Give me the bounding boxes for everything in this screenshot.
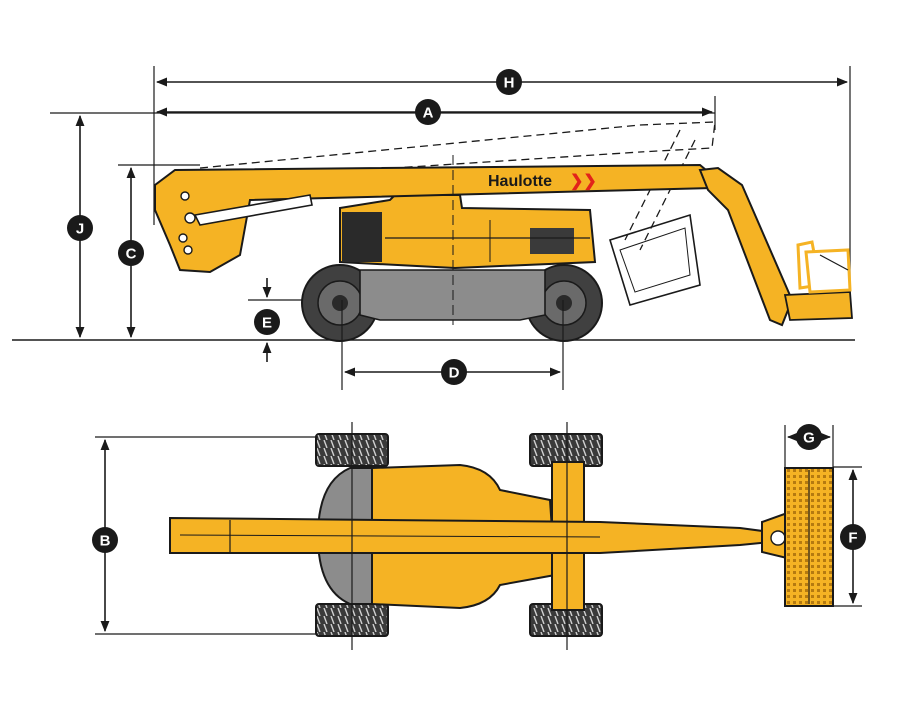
dimension-label-b: B [100,533,111,550]
dimension-label-j: J [76,221,84,238]
engine-grille [530,228,574,254]
dimension-badge-d: D [441,359,467,385]
top-view [95,422,862,650]
brand-logo: Haulotte ❯❯ [488,173,597,191]
jib-arm [698,166,794,327]
dimension-badge-c: C [118,240,144,266]
dimension-label-h: H [504,75,515,92]
turret-dark-panel [342,212,382,262]
dimension-badge-a: A [415,99,441,125]
lift-cylinder [193,194,313,226]
dimension-badge-e: E [254,309,280,335]
dimension-badge-j: J [67,215,93,241]
side-view: Haulotte ❯❯ [12,66,855,390]
dimension-label-f: F [848,530,857,547]
brand-name: Haulotte [488,173,552,190]
dimension-label-a: A [423,105,434,122]
dimension-badge-f: F [840,524,866,550]
dimension-label-d: D [449,365,460,382]
dimension-badge-h: H [496,69,522,95]
platform-side [783,240,853,321]
dimension-label-e: E [262,315,272,332]
dimension-label-c: C [126,246,137,263]
dimension-badge-g: G [796,424,822,450]
dimension-label-g: G [803,430,815,447]
dimension-badge-b: B [92,527,118,553]
brand-chevrons: ❯❯ [570,173,597,191]
